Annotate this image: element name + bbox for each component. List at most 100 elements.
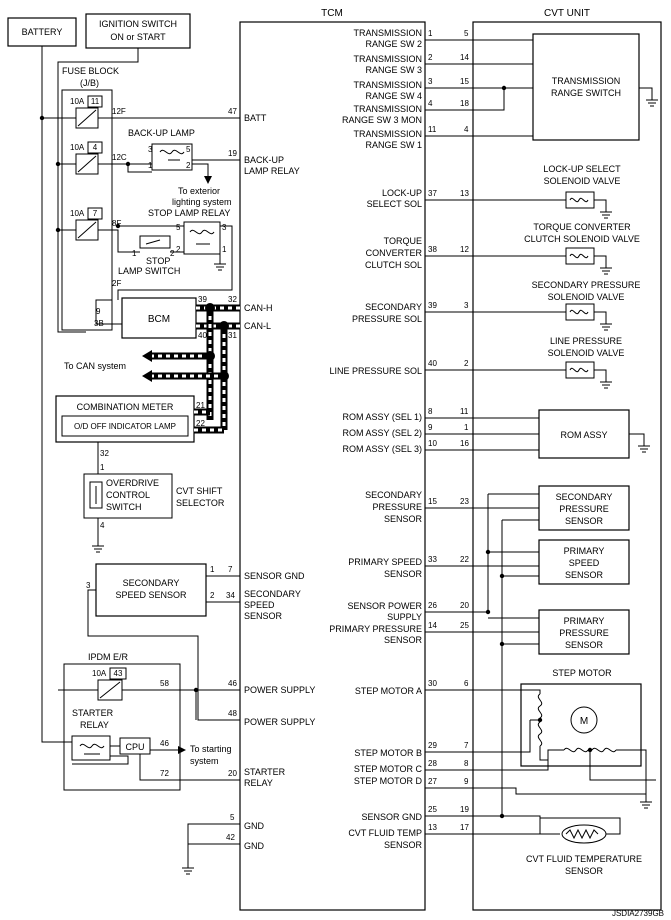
sec-speed-label-2: SPEED SENSOR [115, 590, 187, 600]
to-exterior-1: To exterior [178, 186, 220, 196]
tcm-starter-1: STARTER [244, 767, 286, 777]
pss-label-3: SENSOR [565, 570, 604, 580]
tcm-tcc-1: TORQUE [384, 236, 422, 246]
fuse4-amp: 10A [92, 669, 107, 678]
tcm-trs1-2: RANGE SW 1 [365, 140, 422, 150]
tcm-gnd-2: GND [244, 841, 265, 851]
stop-lamp-relay [183, 221, 221, 255]
pin-t2: 2 [428, 53, 433, 62]
pin-t25: 25 [428, 805, 437, 814]
starter-relay-box [71, 735, 111, 761]
step-motor-label: STEP MOTOR [552, 668, 612, 678]
lockup-sv-label-1: LOCK-UP SELECT [543, 164, 621, 174]
pin-20: 20 [228, 769, 237, 778]
ss-pin-3: 3 [86, 581, 91, 590]
pin-t4: 4 [428, 99, 433, 108]
fuse1-amp: 10A [70, 97, 85, 106]
tcm-secps-3: SENSOR [384, 514, 423, 524]
starting-arrow [178, 746, 186, 754]
pin-46b: 46 [160, 739, 169, 748]
tcm-trs4-1: TRANSMISSION [353, 80, 422, 90]
cvt-unit-box [472, 21, 662, 911]
pin-c9: 9 [464, 777, 469, 786]
tcm-sgnd: SENSOR GND [361, 812, 422, 822]
sp-sv-label-2: SOLENOID VALVE [548, 292, 625, 302]
sp-sv-label-1: SECONDARY PRESSURE [532, 280, 641, 290]
fuse3-amp: 10A [70, 209, 85, 218]
tcm-tcc-3: CLUTCH SOL [365, 260, 422, 270]
to-starting-1: To starting [190, 744, 232, 754]
pin-c17: 17 [460, 823, 469, 832]
pin-21: 21 [196, 401, 205, 410]
tcm-trs2-1: TRANSMISSION [353, 28, 422, 38]
bcm-label: BCM [148, 314, 170, 325]
pin-t11: 11 [428, 125, 437, 134]
to-starting-2: system [190, 756, 219, 766]
rom-assy-box [538, 409, 630, 459]
pin-58: 58 [160, 679, 169, 688]
tcm-trs3-1: TRANSMISSION [353, 54, 422, 64]
ignition-label-2: ON or START [110, 32, 166, 42]
pin-c19: 19 [460, 805, 469, 814]
overdrive-label-1: OVERDRIVE [106, 478, 159, 488]
pin-c8: 8 [464, 759, 469, 768]
tcm-trs1-1: TRANSMISSION [353, 129, 422, 139]
ipdm-label: IPDM E/R [88, 652, 129, 662]
tcm-cft-1: CVT FLUID TEMP [348, 828, 422, 838]
combination-meter-box [55, 395, 195, 443]
stop-lamp-relay-label: STOP LAMP RELAY [148, 208, 230, 218]
tcm-secps-2: PRESSURE [372, 502, 422, 512]
ignition-wire [57, 48, 139, 333]
backup-lamp-label: BACK-UP LAMP [128, 128, 195, 138]
secondary-pressure-sensor-box [538, 485, 630, 531]
od-off-lamp-box [61, 415, 189, 437]
pin-c16: 16 [460, 439, 469, 448]
cvt-shift-selector-box [83, 473, 173, 519]
bl-pin-3: 3 [148, 145, 153, 154]
pps-label-1: PRIMARY [564, 616, 605, 626]
motor-m: M [580, 716, 588, 727]
sr-pin-3: 3 [222, 223, 227, 232]
pin-t26: 26 [428, 601, 437, 610]
tcm-pps-2: SENSOR [384, 635, 423, 645]
trs-label-1: TRANSMISSION [552, 76, 621, 86]
fuse1-num: 11 [91, 97, 100, 106]
pin-t10: 10 [428, 439, 437, 448]
tcm-tcc-2: CONVERTER [366, 248, 423, 258]
pin-t15: 15 [428, 497, 437, 506]
cvt-shift-label-2: SELECTOR [176, 498, 225, 508]
tcm-power-supply-1: POWER SUPPLY [244, 685, 315, 695]
pin-t13: 13 [428, 823, 437, 832]
pin-c13: 13 [460, 189, 469, 198]
fluid-temp-label-1: CVT FLUID TEMPERATURE [526, 854, 642, 864]
pin-c2: 2 [464, 359, 469, 368]
pin-22: 22 [196, 419, 205, 428]
pss-label-2: SPEED [569, 558, 600, 568]
pin-47: 47 [228, 107, 237, 116]
pin-t3: 3 [428, 77, 433, 86]
tcm-backup-1: BACK-UP [244, 155, 284, 165]
pin-48: 48 [228, 709, 237, 718]
fuse2-num: 4 [93, 143, 98, 152]
battery-label: BATTERY [22, 27, 63, 37]
tcm-pspd-2: SENSOR [384, 569, 423, 579]
pin-t14: 14 [428, 621, 437, 630]
tcm-rom2: ROM ASSY (SEL 2) [342, 428, 422, 438]
tcm-lus-2: SELECT SOL [367, 199, 422, 209]
pin-c14: 14 [460, 53, 469, 62]
fluid-temp-label-2: SENSOR [565, 866, 604, 876]
tcm-sec-speed-3: SENSOR [244, 611, 283, 621]
sr-pin-5: 5 [176, 223, 181, 232]
fuse4-num: 43 [114, 669, 123, 678]
tcm-lus-1: LOCK-UP [382, 188, 422, 198]
tcm-batt: BATT [244, 113, 267, 123]
pin-c25: 25 [460, 621, 469, 630]
pin-c6: 6 [464, 679, 469, 688]
jb-label: (J/B) [80, 78, 99, 88]
tcm-smd: STEP MOTOR D [354, 776, 423, 786]
pin-32: 32 [228, 295, 237, 304]
tcm-cft-2: SENSOR [384, 840, 423, 850]
tcm-smb: STEP MOTOR B [354, 748, 422, 758]
motor-icon [570, 706, 598, 734]
